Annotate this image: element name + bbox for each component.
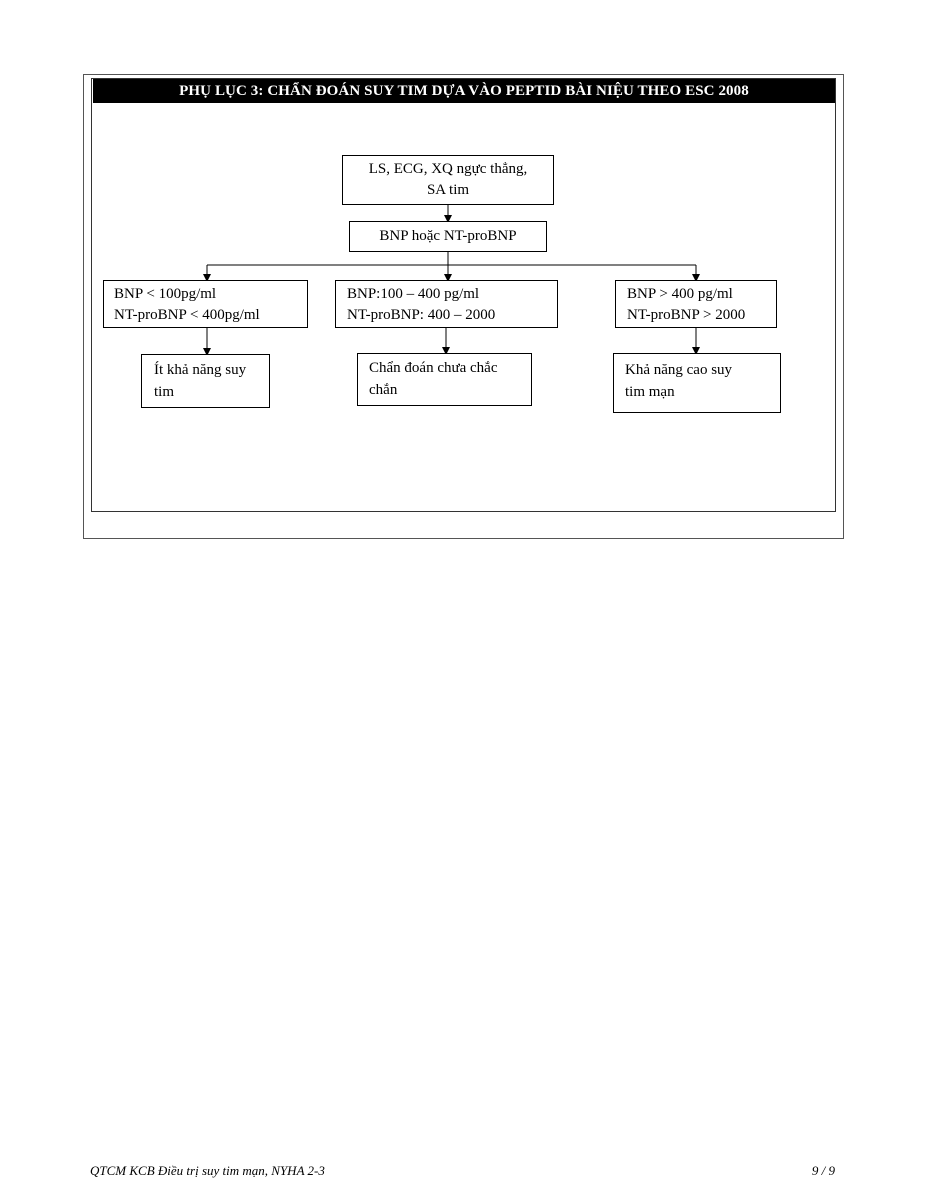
criteria-mid-line2: NT-proBNP: 400 – 2000: [347, 307, 496, 323]
criteria-high-line1: BNP > 400 pg/ml: [627, 286, 733, 302]
criteria-box-mid: BNP:100 – 400 pg/ml NT-proBNP: 400 – 200…: [335, 280, 558, 328]
result-box-mid: Chẩn đoán chưa chắc chắn: [357, 353, 532, 406]
result-high-line2: tim mạn: [625, 384, 675, 400]
criteria-low-line2: NT-proBNP < 400pg/ml: [114, 307, 260, 323]
criteria-high-line2: NT-proBNP > 2000: [627, 307, 746, 323]
result-box-low: Ít khả năng suy tim: [141, 354, 270, 408]
result-mid-line2: chắn: [369, 382, 398, 398]
flow-start-line2: SA tim: [426, 182, 470, 198]
appendix-outer-frame: [83, 74, 844, 539]
result-low-line2: tim: [154, 384, 175, 400]
result-mid-line1: Chẩn đoán chưa chắc: [369, 360, 498, 376]
flow-test-box: BNP hoặc NT-proBNP: [349, 221, 547, 252]
criteria-box-low: BNP < 100pg/ml NT-proBNP < 400pg/ml: [103, 280, 308, 328]
flow-start-box: LS, ECG, XQ ngực thẳng, SA tim: [342, 155, 554, 205]
criteria-low-line1: BNP < 100pg/ml: [114, 286, 217, 302]
flow-start-line1: LS, ECG, XQ ngực thẳng,: [368, 161, 528, 177]
result-box-high: Khả năng cao suy tim mạn: [613, 353, 781, 413]
flowchart-connectors: [203, 205, 700, 356]
criteria-box-high: BNP > 400 pg/ml NT-proBNP > 2000: [615, 280, 777, 328]
criteria-mid-line1: BNP:100 – 400 pg/ml: [347, 286, 480, 302]
footer-document-name: QTCM KCB Điều trị suy tim mạn, NYHA 2-3: [90, 1163, 325, 1178]
appendix-title: PHỤ LỤC 3: CHẨN ĐOÁN SUY TIM DỰA VÀO PEP…: [93, 79, 835, 103]
appendix-inner-frame: [91, 78, 836, 512]
result-low-line1: Ít khả năng suy: [154, 362, 247, 378]
footer-page-number: 9 / 9: [811, 1163, 835, 1178]
result-high-line1: Khả năng cao suy: [625, 362, 733, 378]
